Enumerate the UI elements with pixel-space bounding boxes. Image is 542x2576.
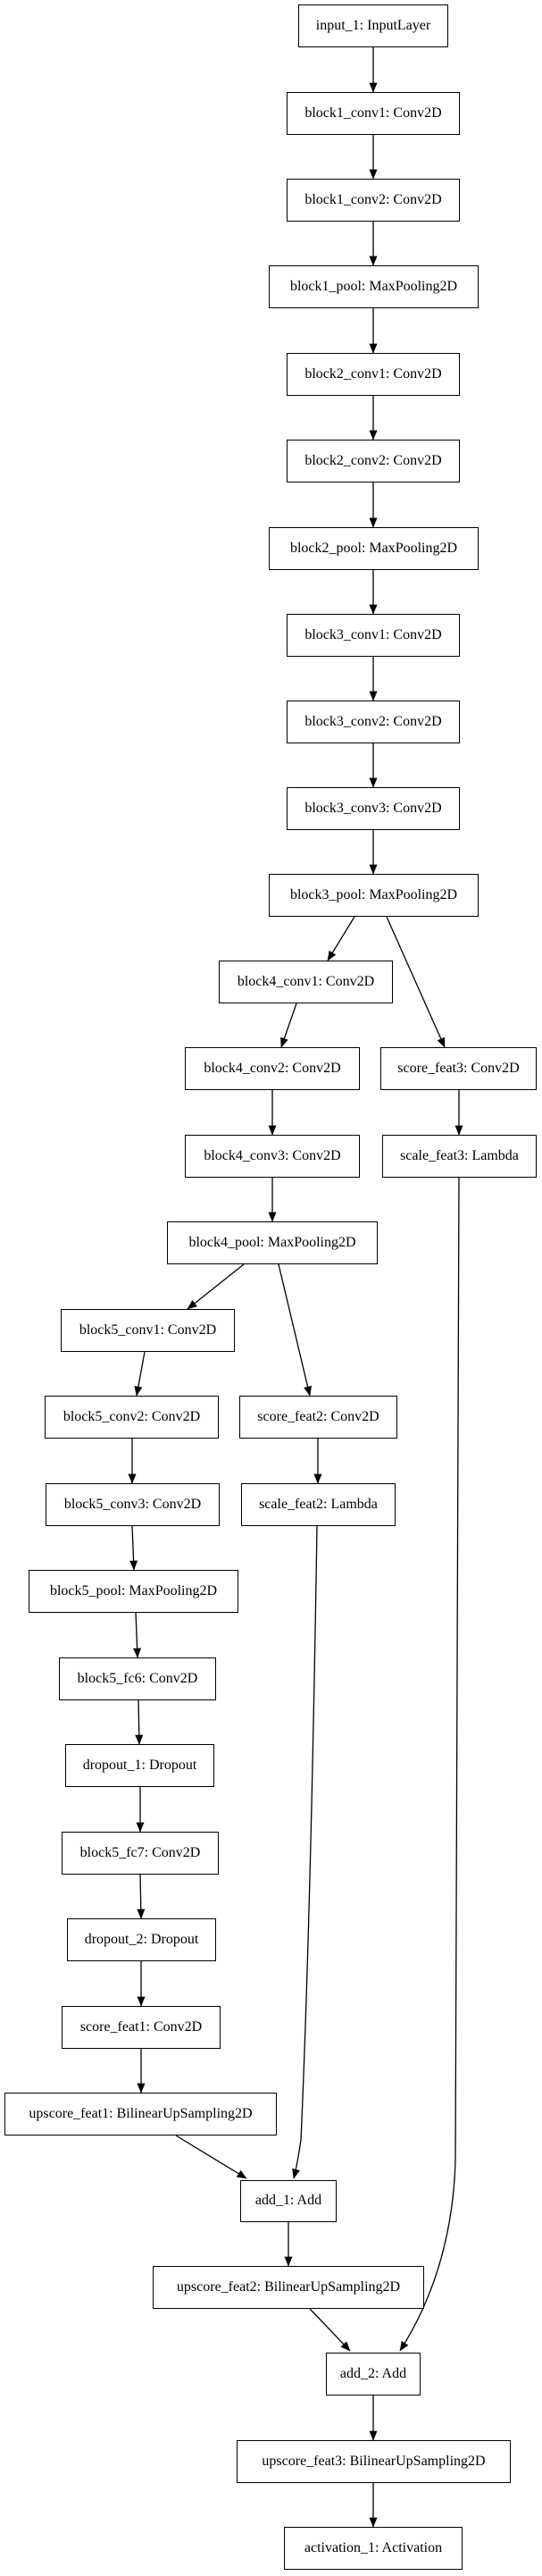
node-dropout_1: dropout_1: Dropout (65, 1744, 214, 1787)
node-add_1: add_1: Add (240, 2180, 337, 2222)
edge-block4_pool-to-score_feat2 (278, 1263, 312, 1397)
edge-block5_conv3-to-block5_pool (129, 1525, 138, 1571)
node-block2_pool: block2_pool: MaxPooling2D (269, 527, 479, 570)
node-block5_fc6: block5_fc6: Conv2D (59, 1657, 216, 1700)
edge-block5_fc6-to-dropout_1 (135, 1699, 144, 1745)
edge-block3_pool-to-score_feat3 (386, 916, 446, 1048)
node-block5_fc7: block5_fc7: Conv2D (62, 1832, 219, 1875)
node-block4_conv2: block4_conv2: Conv2D (185, 1047, 360, 1090)
node-block5_conv2: block5_conv2: Conv2D (45, 1396, 219, 1439)
node-scale_feat2: scale_feat2: Lambda (241, 1483, 396, 1526)
edge-block4_pool-to-block5_conv1 (187, 1263, 245, 1310)
edge-block5_conv1-to-block5_conv2 (134, 1351, 146, 1397)
node-dropout_2: dropout_2: Dropout (67, 1918, 216, 1961)
node-upscore_feat1: upscore_feat1: BilinearUpSampling2D (4, 2093, 277, 2135)
node-block4_conv3: block4_conv3: Conv2D (185, 1135, 360, 1178)
node-scale_feat3: scale_feat3: Lambda (382, 1135, 537, 1178)
edge-scale_feat3-to-add_2 (399, 1177, 460, 2352)
node-activation_1: activation_1: Activation (284, 2527, 463, 2570)
node-input_1: input_1: InputLayer (298, 4, 448, 47)
node-block3_conv2: block3_conv2: Conv2D (287, 701, 460, 743)
edge-upscore_feat1-to-add_1 (175, 2135, 247, 2179)
edge-scale_feat2-to-add_1 (292, 1525, 318, 2179)
edge-block4_conv1-to-block4_conv2 (280, 1003, 297, 1048)
node-block4_pool: block4_pool: MaxPooling2D (167, 1221, 378, 1264)
node-add_2: add_2: Add (326, 2353, 421, 2396)
node-block1_conv2: block1_conv2: Conv2D (287, 179, 460, 222)
edge-upscore_feat2-to-add_2 (309, 2308, 351, 2352)
node-block5_conv1: block5_conv1: Conv2D (61, 1309, 235, 1352)
node-block3_conv1: block3_conv1: Conv2D (287, 614, 460, 657)
node-block1_conv1: block1_conv1: Conv2D (287, 92, 460, 135)
node-block4_conv1: block4_conv1: Conv2D (219, 961, 393, 1003)
node-score_feat3: score_feat3: Conv2D (380, 1047, 537, 1090)
node-block5_pool: block5_pool: MaxPooling2D (29, 1570, 238, 1613)
node-score_feat1: score_feat1: Conv2D (62, 2006, 221, 2049)
node-block2_conv2: block2_conv2: Conv2D (287, 440, 460, 482)
node-block1_pool: block1_pool: MaxPooling2D (269, 265, 479, 308)
edge-block5_pool-to-block5_fc6 (133, 1612, 142, 1658)
node-block3_pool: block3_pool: MaxPooling2D (269, 874, 479, 917)
node-upscore_feat3: upscore_feat3: BilinearUpSampling2D (237, 2440, 511, 2483)
node-block3_conv3: block3_conv3: Conv2D (287, 787, 460, 830)
node-score_feat2: score_feat2: Conv2D (239, 1396, 397, 1439)
node-upscore_feat2: upscore_feat2: BilinearUpSampling2D (153, 2266, 424, 2309)
node-block2_conv1: block2_conv1: Conv2D (287, 353, 460, 396)
edge-block5_fc7-to-dropout_2 (137, 1874, 146, 1919)
edge-block3_pool-to-block4_conv1 (327, 916, 355, 961)
node-block5_conv3: block5_conv3: Conv2D (46, 1483, 220, 1526)
